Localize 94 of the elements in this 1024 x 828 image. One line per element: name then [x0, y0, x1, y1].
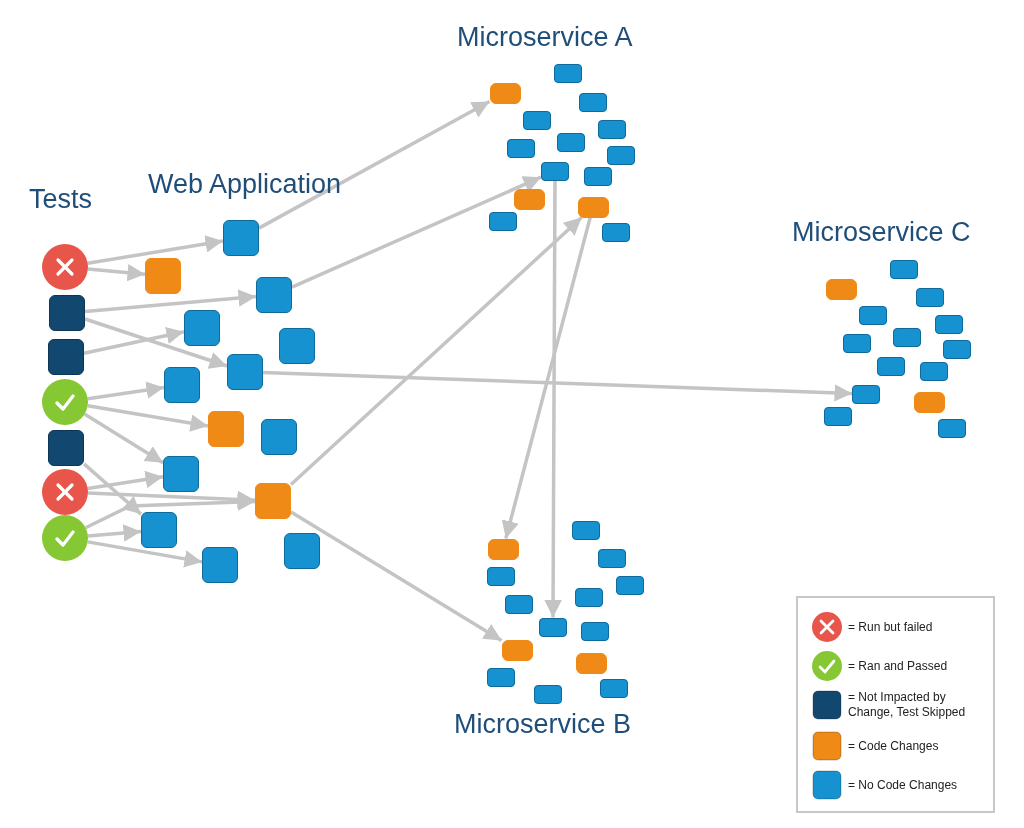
- component-box: [938, 418, 966, 438]
- status-circle: [42, 244, 88, 290]
- arrow: [87, 235, 224, 266]
- component-box: [935, 314, 963, 334]
- component-box: [501, 639, 533, 661]
- component-box: [255, 483, 291, 519]
- group-heading: Microservice C: [792, 217, 971, 248]
- arrow: [544, 180, 562, 618]
- component-box: [223, 220, 259, 256]
- component-box: [202, 547, 238, 583]
- component-box: [581, 621, 609, 641]
- component-box: [505, 594, 533, 614]
- arrow: [87, 381, 165, 401]
- component-box: [141, 512, 177, 548]
- arrow: [87, 264, 146, 282]
- component-box: [523, 110, 551, 130]
- component-box: [598, 119, 626, 139]
- arrow: [501, 217, 592, 539]
- component-box: [616, 575, 644, 595]
- component-box: [507, 138, 535, 158]
- status-circle: [42, 515, 88, 561]
- arrow: [87, 540, 203, 568]
- arrow: [87, 490, 256, 509]
- group-heading: Microservice B: [454, 709, 632, 740]
- status-circle: [42, 469, 88, 515]
- component-box: [163, 456, 199, 492]
- component-box: [49, 295, 85, 331]
- component-box: [852, 384, 880, 404]
- arrow: [290, 510, 503, 642]
- legend-text: = Ran and Passed: [848, 658, 949, 674]
- component-box: [577, 196, 609, 218]
- component-box: [487, 538, 519, 560]
- component-box: [843, 333, 871, 353]
- component-box: [184, 310, 220, 346]
- arrow: [87, 524, 142, 542]
- legend-text: = Run but failed: [848, 619, 934, 635]
- component-box: [890, 259, 918, 279]
- arrow: [84, 493, 256, 530]
- component-box: [913, 391, 945, 413]
- legend-text: = Code Changes: [848, 738, 940, 754]
- component-box: [602, 222, 630, 242]
- arrow: [84, 317, 228, 369]
- component-box: [584, 166, 612, 186]
- component-box: [534, 684, 562, 704]
- component-box: [487, 667, 515, 687]
- component-box: [164, 367, 200, 403]
- component-box: [557, 132, 585, 152]
- arrow: [258, 99, 491, 230]
- status-circle: [42, 379, 88, 425]
- component-box: [541, 161, 569, 181]
- component-box: [893, 327, 921, 347]
- component-box: [916, 287, 944, 307]
- component-box: [487, 566, 515, 586]
- arrow: [262, 370, 853, 402]
- component-box: [48, 430, 84, 466]
- component-box: [607, 145, 635, 165]
- component-box: [600, 678, 628, 698]
- arrow: [84, 289, 257, 314]
- component-box: [575, 587, 603, 607]
- component-box: [489, 211, 517, 231]
- component-box: [284, 533, 320, 569]
- component-box: [208, 411, 244, 447]
- component-box: [513, 188, 545, 210]
- component-box: [598, 548, 626, 568]
- component-box: [877, 356, 905, 376]
- group-heading: Tests: [29, 184, 93, 215]
- component-box: [145, 258, 181, 294]
- component-box: [572, 520, 600, 540]
- component-box: [859, 305, 887, 325]
- component-box: [575, 652, 607, 674]
- component-box: [539, 617, 567, 637]
- component-box: [489, 82, 521, 104]
- arrow: [87, 470, 164, 491]
- component-box: [920, 361, 948, 381]
- component-box: [48, 339, 84, 375]
- component-box: [825, 278, 857, 300]
- component-box: [579, 92, 607, 112]
- legend-text: = Not Impacted by Change, Test Skipped: [848, 690, 967, 720]
- component-box: [279, 328, 315, 364]
- component-box: [554, 63, 582, 83]
- component-box: [256, 277, 292, 313]
- arrow: [87, 404, 209, 432]
- arrow: [82, 462, 143, 516]
- legend-text: = No Code Changes: [848, 777, 959, 793]
- arrow: [291, 175, 542, 289]
- component-box: [227, 354, 263, 390]
- component-box: [261, 419, 297, 455]
- group-heading: Web Application: [148, 169, 342, 200]
- component-box: [824, 406, 852, 426]
- arrow: [83, 412, 164, 465]
- group-heading: Microservice A: [457, 22, 633, 53]
- component-box: [943, 339, 971, 359]
- arrow: [83, 326, 185, 355]
- arrow: [289, 216, 583, 486]
